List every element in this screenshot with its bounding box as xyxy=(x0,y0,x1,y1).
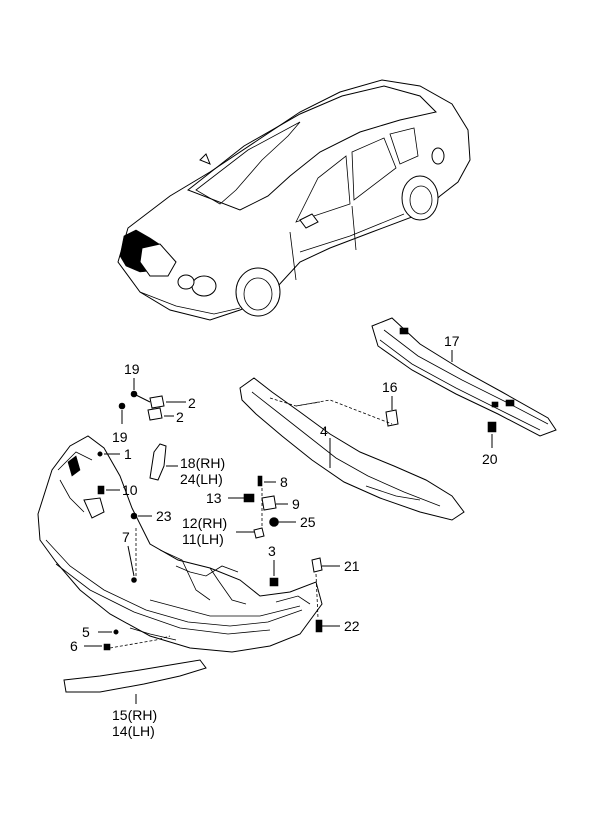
callout-22: 22 xyxy=(344,618,360,634)
callout-9: 9 xyxy=(292,496,300,512)
callout-23: 23 xyxy=(156,508,172,524)
vehicle-illustration xyxy=(117,79,471,321)
callout-10: 10 xyxy=(122,482,138,498)
callout-4: 4 xyxy=(320,423,328,439)
bumper-beam-part xyxy=(371,317,557,437)
callout-13: 13 xyxy=(206,490,222,506)
callout-8: 8 xyxy=(280,474,288,490)
callout-3: 3 xyxy=(268,543,276,559)
callout-19-top: 19 xyxy=(124,361,140,377)
callout-1: 1 xyxy=(124,446,132,462)
callout-18-rh: 18(RH) xyxy=(180,455,225,471)
callout-24-lh: 24(LH) xyxy=(180,471,223,487)
callout-16: 16 xyxy=(382,379,398,395)
leader-lines xyxy=(84,350,493,704)
callout-labels: 19 2 2 19 1 18(RH) 24(LH) 10 23 7 8 13 9… xyxy=(70,333,498,739)
callout-19-bottom: 19 xyxy=(112,429,128,445)
callout-15-rh: 15(RH) xyxy=(112,707,157,723)
callout-2-upper: 2 xyxy=(188,395,196,411)
callout-6: 6 xyxy=(70,638,78,654)
bumper-molding-part xyxy=(63,659,207,693)
callout-12-rh: 12(RH) xyxy=(182,515,227,531)
callout-2-lower: 2 xyxy=(176,409,184,425)
energy-absorber-part xyxy=(239,377,465,521)
callout-20: 20 xyxy=(482,451,498,467)
fasteners xyxy=(97,390,497,651)
callout-17: 17 xyxy=(444,333,460,349)
callout-25: 25 xyxy=(300,514,316,530)
callout-21: 21 xyxy=(344,558,360,574)
callout-5: 5 xyxy=(82,624,90,640)
callout-7: 7 xyxy=(122,529,130,545)
callout-14-lh: 14(LH) xyxy=(112,723,155,739)
callout-11-lh: 11(LH) xyxy=(182,531,224,547)
